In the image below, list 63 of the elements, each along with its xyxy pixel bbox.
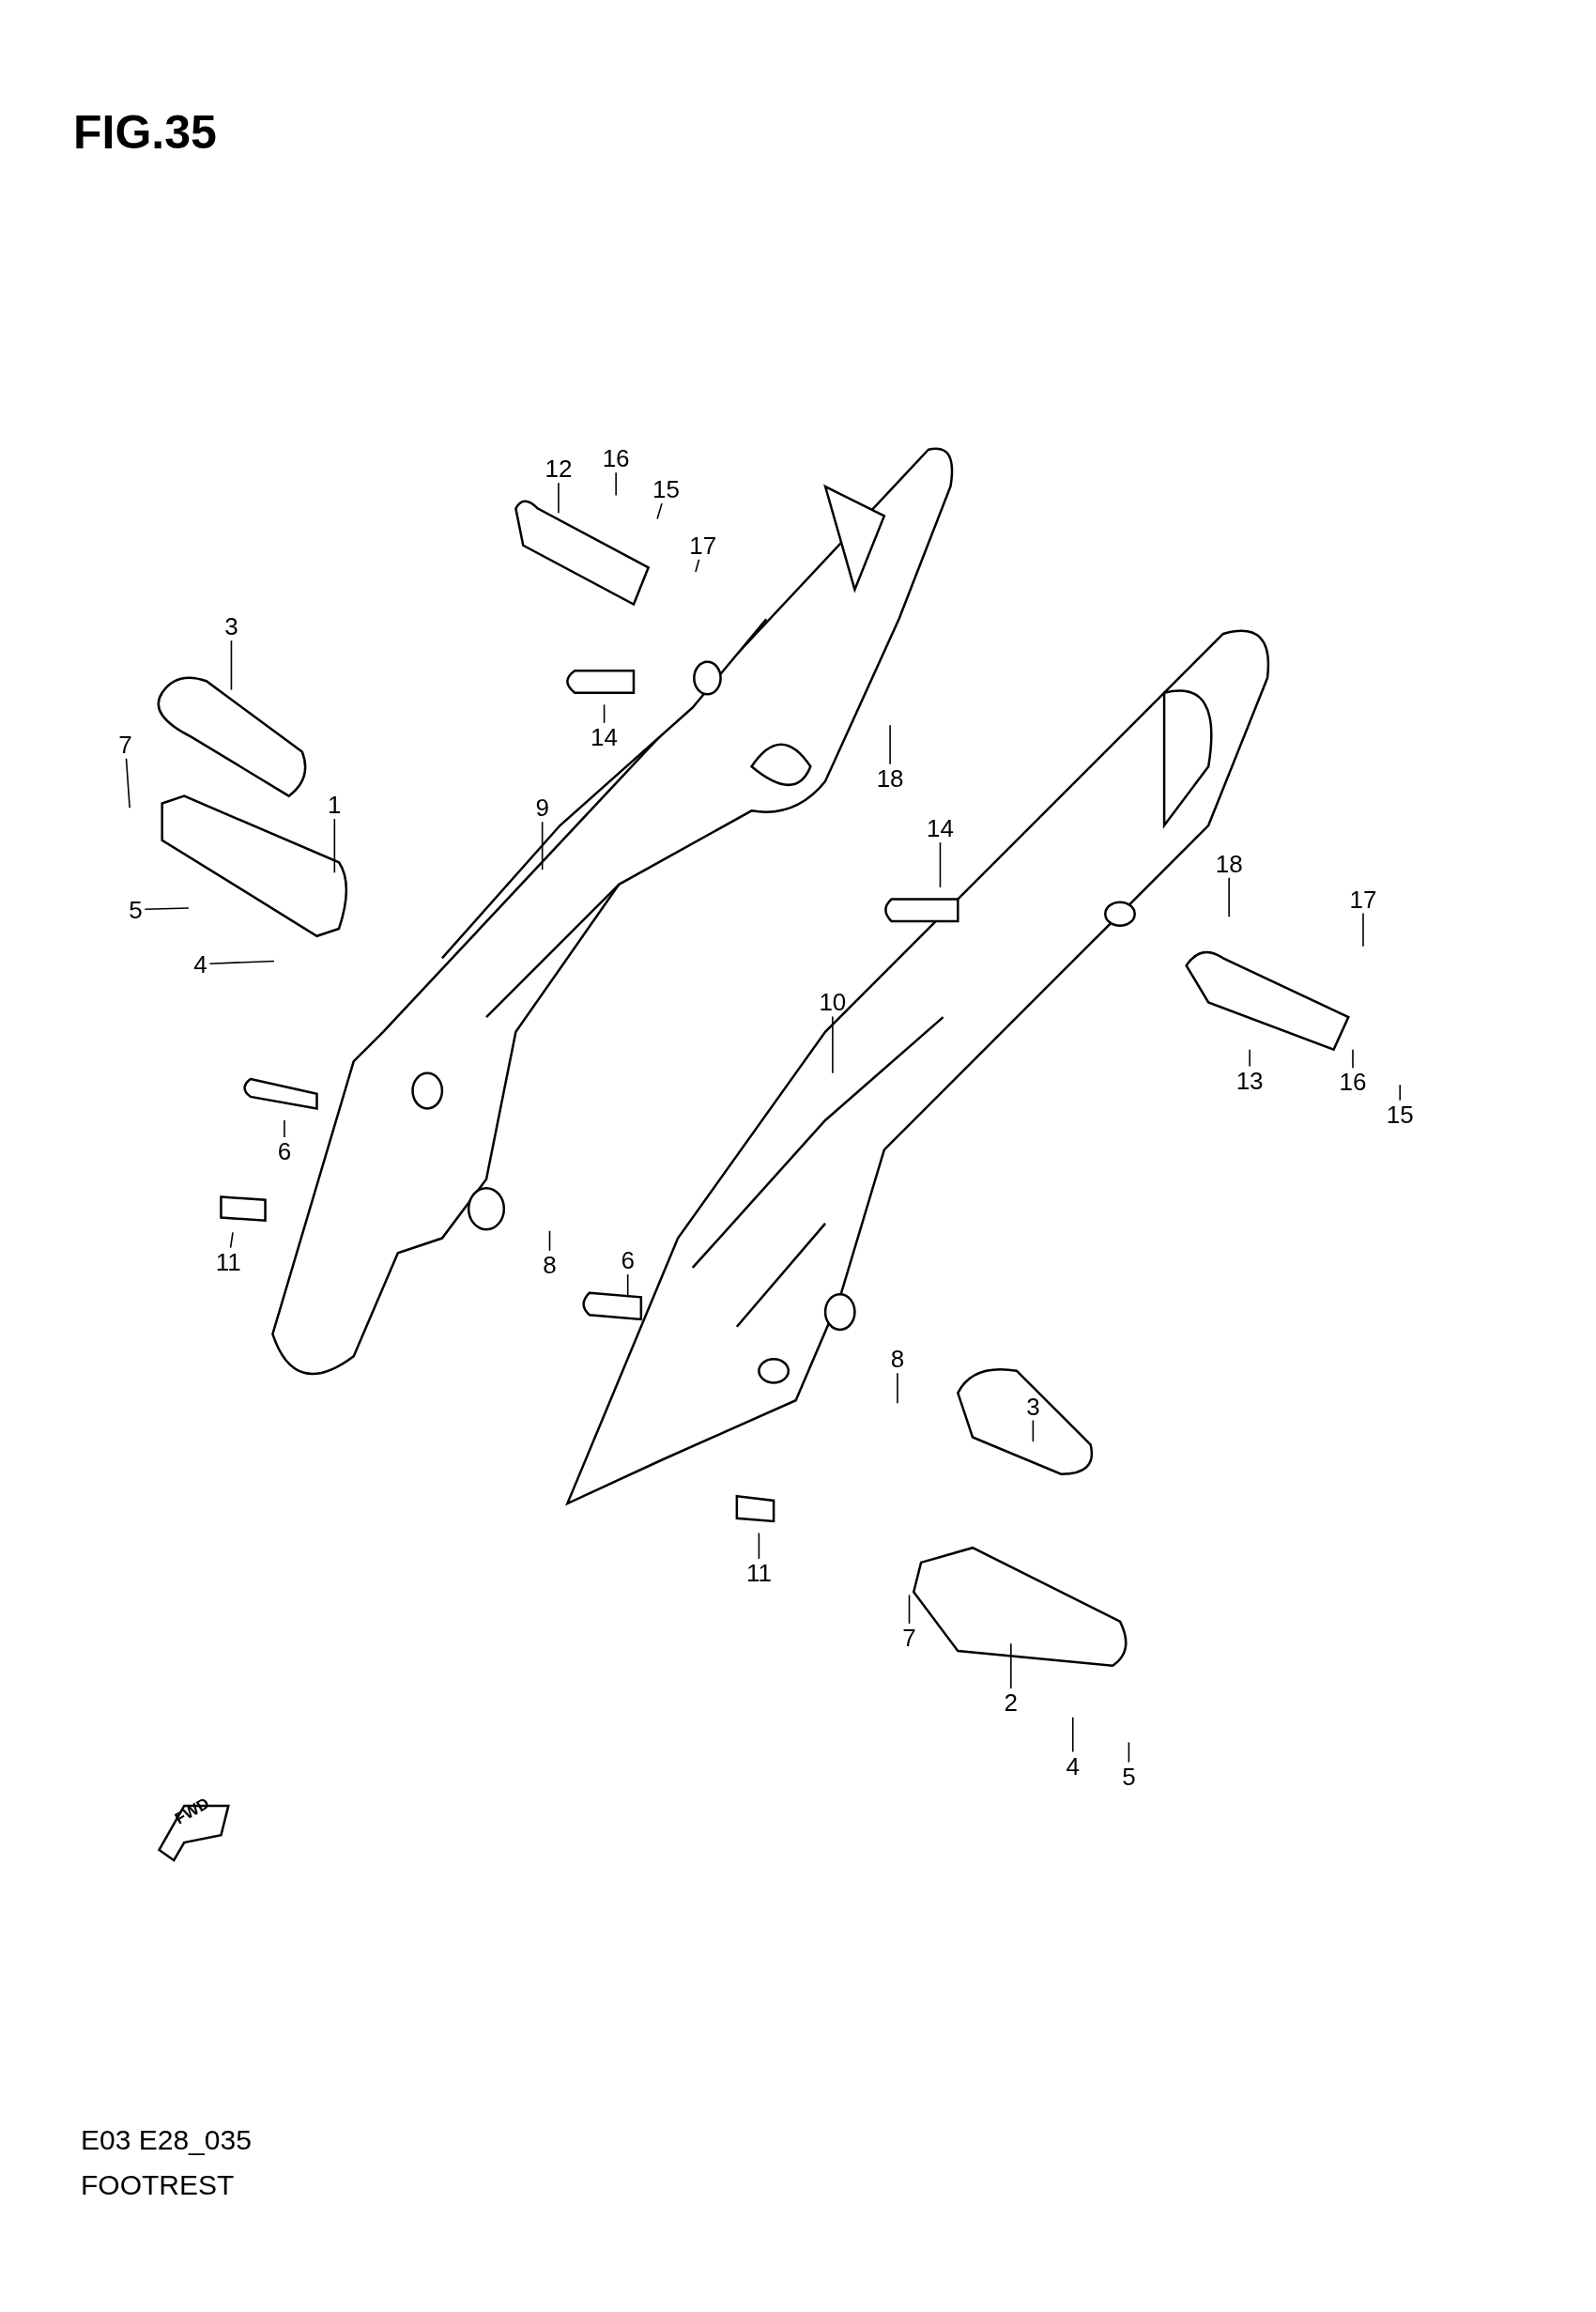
callout-number: 12 xyxy=(545,455,573,483)
leader-line xyxy=(125,757,130,809)
callout-number: 1 xyxy=(328,792,342,819)
callout-number: 5 xyxy=(129,896,143,923)
leader-line xyxy=(1249,1048,1251,1068)
callout-number: 18 xyxy=(1215,850,1243,877)
callout-number: 15 xyxy=(1386,1101,1414,1128)
callout-number: 4 xyxy=(193,950,207,978)
leader-line xyxy=(758,1532,760,1560)
leader-line xyxy=(230,640,233,691)
callout-number: 6 xyxy=(621,1247,635,1274)
figure-title: FIG.35 xyxy=(73,105,217,160)
leader-line xyxy=(889,724,891,765)
callout-number: 8 xyxy=(543,1251,557,1278)
leader-line xyxy=(541,821,544,871)
drawing-name: FOOTREST xyxy=(81,2169,235,2201)
leader-line xyxy=(695,559,700,573)
leader-line xyxy=(284,1119,285,1138)
callout-number: 4 xyxy=(1066,1752,1080,1780)
leader-line xyxy=(908,1594,911,1625)
callout-number: 7 xyxy=(118,731,132,758)
leader-line xyxy=(1228,877,1230,918)
leader-line xyxy=(832,1015,834,1074)
callout-number: 8 xyxy=(890,1346,905,1373)
leader-line xyxy=(1010,1642,1012,1689)
callout-number: 16 xyxy=(602,445,630,472)
leader-line xyxy=(229,1231,234,1249)
leader-line xyxy=(208,960,275,964)
leader-line xyxy=(1032,1419,1035,1442)
callout-number: 5 xyxy=(1122,1763,1136,1790)
drawing-code: E03 E28_035 xyxy=(81,2124,252,2156)
callout-number: 14 xyxy=(591,723,619,750)
callout-number: 17 xyxy=(1349,886,1377,913)
leader-line xyxy=(615,471,617,497)
callout-number: 18 xyxy=(876,764,904,792)
callout-number: 11 xyxy=(215,1248,241,1275)
leader-line xyxy=(603,703,606,724)
callout-number: 3 xyxy=(1026,1393,1040,1420)
callout-number: 15 xyxy=(652,476,680,503)
leader-line xyxy=(558,482,560,515)
leader-line xyxy=(548,1229,551,1252)
leader-line xyxy=(626,1273,629,1299)
callout-number: 14 xyxy=(927,815,954,842)
callout-number: 3 xyxy=(224,613,238,640)
leader-line xyxy=(144,907,190,911)
callout-number: 13 xyxy=(1235,1067,1264,1094)
callout-number: 17 xyxy=(689,532,717,559)
leader-line xyxy=(333,818,336,874)
leader-line xyxy=(939,841,942,888)
leader-line xyxy=(1071,1716,1074,1753)
leader-line xyxy=(1399,1084,1402,1102)
callout-number: 9 xyxy=(535,794,549,822)
leader-line xyxy=(1352,1048,1354,1069)
callout-number: 16 xyxy=(1339,1069,1367,1096)
callout-number: 6 xyxy=(277,1137,292,1164)
callout-number: 7 xyxy=(902,1624,916,1651)
leader-line xyxy=(1128,1741,1130,1764)
callout-number: 10 xyxy=(819,989,847,1016)
callout-number: 11 xyxy=(745,1559,772,1586)
leader-line xyxy=(897,1372,898,1405)
leader-line xyxy=(656,502,663,520)
callout-number: 2 xyxy=(1004,1689,1019,1716)
leader-line xyxy=(1362,912,1364,948)
